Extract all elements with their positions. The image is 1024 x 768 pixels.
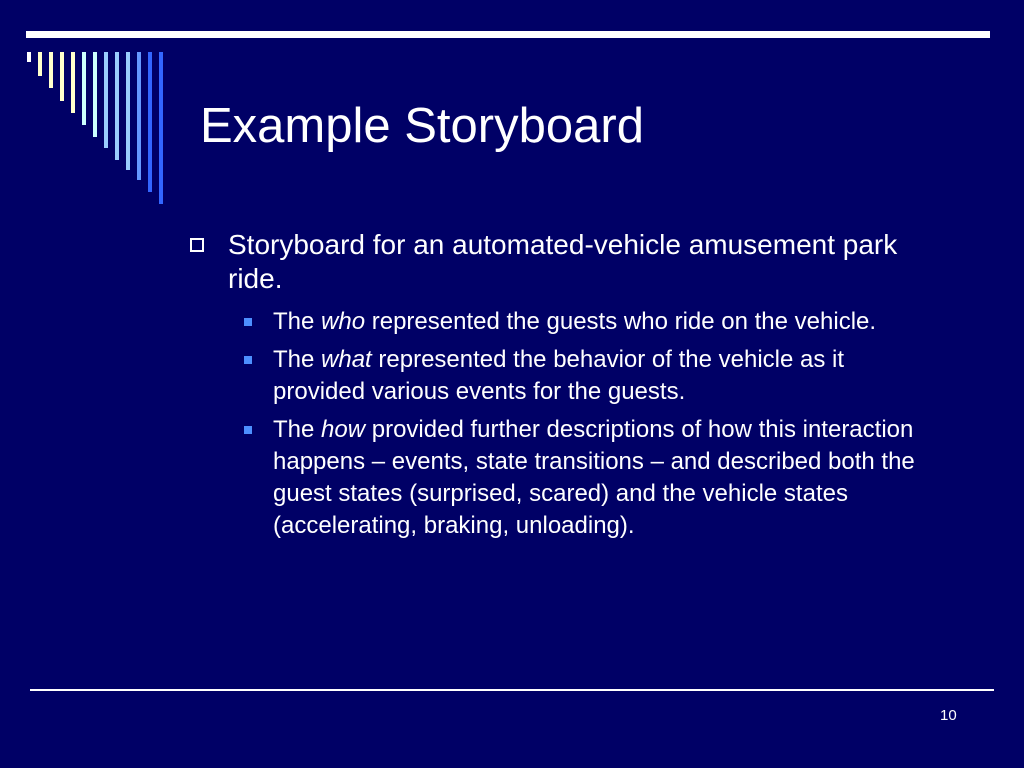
sub-bullet-lead: The	[273, 308, 322, 335]
stripe	[159, 52, 163, 204]
stripe	[126, 52, 130, 170]
stripe	[82, 52, 86, 125]
slide-title: Example Storyboard	[200, 99, 644, 153]
sub-bullet-text: provided further descriptions of how thi…	[273, 416, 915, 539]
bullet-item: Storyboard for an automated-vehicle amus…	[190, 228, 930, 296]
sub-bullet-lead: The	[273, 416, 322, 443]
stripe	[115, 52, 119, 160]
square-bullet-icon	[244, 356, 252, 364]
sub-bullet-lead: The	[273, 346, 322, 373]
stripe	[104, 52, 108, 148]
stripe	[137, 52, 141, 180]
bullet-text: Storyboard for an automated-vehicle amus…	[228, 229, 898, 294]
sub-bullet-item-who: The who represented the guests who ride …	[190, 306, 930, 338]
stripe	[71, 52, 75, 113]
top-rule	[26, 31, 990, 38]
stripe	[49, 52, 53, 88]
sub-bullet-emphasis: how	[321, 416, 366, 443]
sub-bullet-item-how: The how provided further descriptions of…	[190, 414, 930, 542]
stripe	[93, 52, 97, 137]
sub-bullet-emphasis: who	[321, 308, 366, 335]
slide-content: Storyboard for an automated-vehicle amus…	[190, 228, 930, 542]
stripe	[38, 52, 42, 76]
bottom-rule	[30, 689, 994, 691]
square-bullet-icon	[244, 426, 252, 434]
stripe	[27, 52, 31, 62]
sub-bullet-item-what: The what represented the behavior of the…	[190, 344, 930, 408]
sub-bullet-text: represented the guests who ride on the v…	[365, 308, 877, 335]
square-bullet-icon	[244, 318, 252, 326]
sub-bullet-emphasis: what	[321, 346, 372, 373]
sub-bullet-text: represented the behavior of the vehicle …	[273, 346, 845, 405]
stripe	[148, 52, 152, 192]
page-number: 10	[940, 707, 957, 724]
stripe	[60, 52, 64, 101]
hollow-square-bullet-icon	[190, 238, 204, 252]
